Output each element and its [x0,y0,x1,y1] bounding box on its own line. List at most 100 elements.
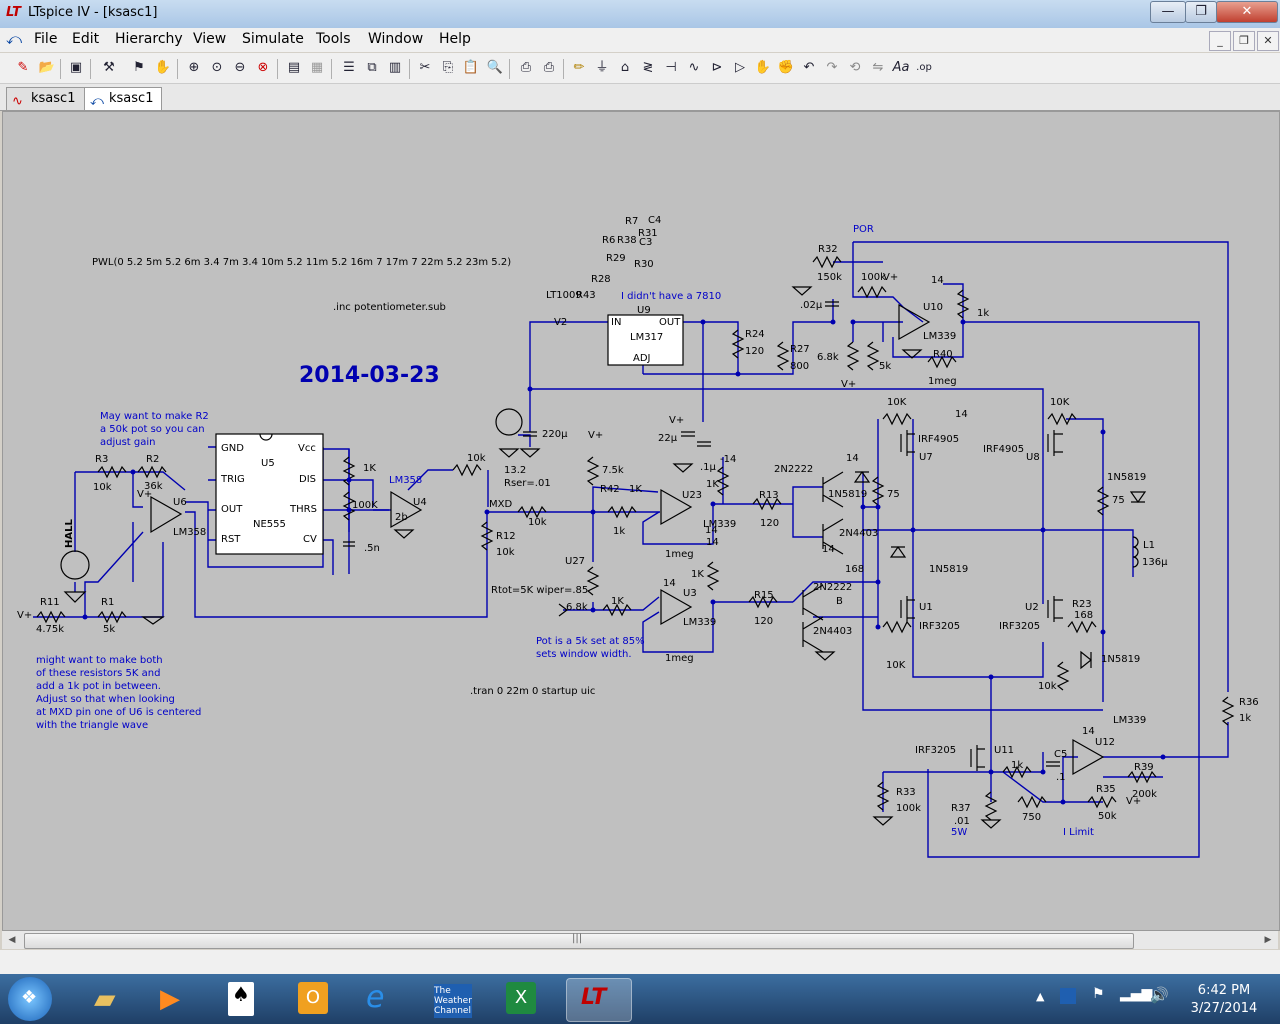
component-label[interactable]: R39 [1134,762,1154,773]
component-label[interactable]: 2N4403 [839,528,878,539]
component-label[interactable]: U1 [919,602,933,613]
component-label[interactable]: V+ [1126,796,1141,807]
component-label[interactable]: 120 [745,346,764,357]
component-label[interactable]: 14 [822,544,835,555]
component-label[interactable]: R3 [95,454,108,465]
resistor-r3[interactable] [97,465,127,479]
component-label[interactable]: 1N5819 [1107,472,1146,483]
component-label[interactable]: 1K [706,479,719,490]
cascade-icon[interactable]: ⧉ [367,60,377,75]
component-label[interactable]: 14 [846,453,859,464]
resistor-r40[interactable] [927,355,957,369]
zoom-out-icon[interactable]: ⊖ [234,60,246,75]
component-label[interactable]: 1K [691,569,704,580]
capacitor-5n[interactable] [343,541,355,547]
opamp-u6[interactable] [150,495,183,534]
tab-waveform[interactable]: ∿ ksasc1 [6,87,88,110]
component-label[interactable]: U12 [1095,737,1115,748]
menu-help[interactable]: Help [439,31,471,47]
weather-channel-taskbar-button[interactable]: The Weather Channel [428,978,480,1020]
component-label[interactable]: V2 [554,317,567,328]
weather-tray-icon[interactable] [1060,988,1076,1004]
component-label[interactable]: R33 [896,787,916,798]
resistor-75-left[interactable] [871,476,885,506]
start-button[interactable]: ❖ [8,977,52,1021]
component-label[interactable]: 168 [845,564,864,575]
component-label[interactable]: 1k [613,526,625,537]
mosfet-u7[interactable] [900,430,915,456]
hall-source[interactable] [60,550,90,580]
component-label[interactable]: 2b [395,512,408,523]
mirror-icon[interactable]: ⇋ [872,60,884,75]
component-label[interactable]: 14 [663,578,676,589]
component-label[interactable]: C5 [1054,749,1067,760]
resistor-5k[interactable] [866,341,880,371]
component-label[interactable]: R6 [602,235,615,246]
resistor-10k-u8[interactable] [1047,412,1077,426]
run-icon[interactable]: ⚑ [133,60,145,75]
resistor-r37[interactable] [984,791,998,821]
print-preview-icon[interactable]: ⎙ [520,60,532,75]
component-label[interactable]: 14 [705,525,718,536]
taskbar-clock[interactable]: 6:42 PM 3/27/2014 [1184,982,1264,1018]
component-label[interactable]: 200k [1132,789,1157,800]
component-label[interactable]: 6.8k [817,352,839,363]
component-label[interactable]: 2N2222 [813,582,852,593]
mosfet-u1[interactable] [900,596,915,622]
component-label[interactable]: 10K [886,660,906,671]
component-label[interactable]: 120 [754,616,773,627]
move-icon[interactable]: ✋ [754,60,772,75]
include-directive[interactable]: .inc potentiometer.sub [333,302,446,313]
component-label[interactable]: V+ [883,272,898,283]
autorange-icon[interactable]: ▤ [287,60,301,75]
component-label[interactable]: R42 [600,484,620,495]
ltspice-taskbar-button[interactable]: LT [566,978,632,1022]
resistor-10k-u1[interactable] [882,620,912,634]
component-label[interactable]: LM339 [703,519,736,530]
paste-icon[interactable]: 📋 [462,60,480,75]
resistor-1k-u23[interactable] [716,466,730,496]
zoom-fit-icon[interactable]: ⊗ [257,60,269,75]
component-label[interactable]: 36k [144,481,163,492]
component-label[interactable]: 6.8k [566,602,588,613]
capacitor-c5[interactable] [1046,761,1060,767]
component-label[interactable]: R30 [634,259,654,270]
component-label[interactable]: U23 [682,490,702,501]
pan-icon[interactable]: ✋ [154,60,172,75]
resistor-6k8[interactable] [846,341,860,371]
scroll-thumb[interactable] [24,933,1134,949]
component-label[interactable]: 50k [1098,811,1117,822]
resistor-r11[interactable] [36,610,66,624]
redo-icon[interactable]: ↷ [826,60,838,75]
component-label[interactable]: 1meg [928,376,957,387]
resistor-r23[interactable] [1067,620,1097,634]
menu-edit[interactable]: Edit [72,31,100,47]
drag-icon[interactable]: ✊ [777,60,795,75]
component-label[interactable]: R1 [101,597,114,608]
component-label[interactable]: R43 [576,290,596,301]
component-label[interactable]: R35 [1096,784,1116,795]
resistor-10k-u2[interactable] [1056,661,1070,691]
solitaire-taskbar-button[interactable]: ♠ [218,978,270,1020]
resistor-r15[interactable] [748,595,778,609]
component-label[interactable]: 5k [103,624,115,635]
resistor-1k-u3[interactable] [706,561,720,591]
tile-horizontal-icon[interactable]: ☰ [343,60,355,75]
resistor-r42[interactable] [607,505,637,519]
component-label[interactable]: R7 [625,216,638,227]
component-label[interactable]: LT1009 [546,290,582,301]
component-label[interactable]: 120 [760,518,779,529]
component-label[interactable]: R2 [146,454,159,465]
copy-icon[interactable]: ⎘ [442,60,454,75]
component-label[interactable]: IRF4905 [983,444,1024,455]
component-label[interactable]: C4 [648,215,661,226]
resistor-r13[interactable] [752,497,782,511]
component-label[interactable]: U8 [1026,452,1040,463]
resistor-10k-u7[interactable] [882,412,912,426]
component-label[interactable]: 2N2222 [774,464,813,475]
capacitor-02u[interactable] [825,301,839,307]
resistor-750[interactable] [1017,795,1047,809]
mosfet-u2[interactable] [1047,596,1063,622]
resistor-1k-lower[interactable] [602,603,632,617]
diode-icon[interactable]: ⊳ [711,60,723,75]
